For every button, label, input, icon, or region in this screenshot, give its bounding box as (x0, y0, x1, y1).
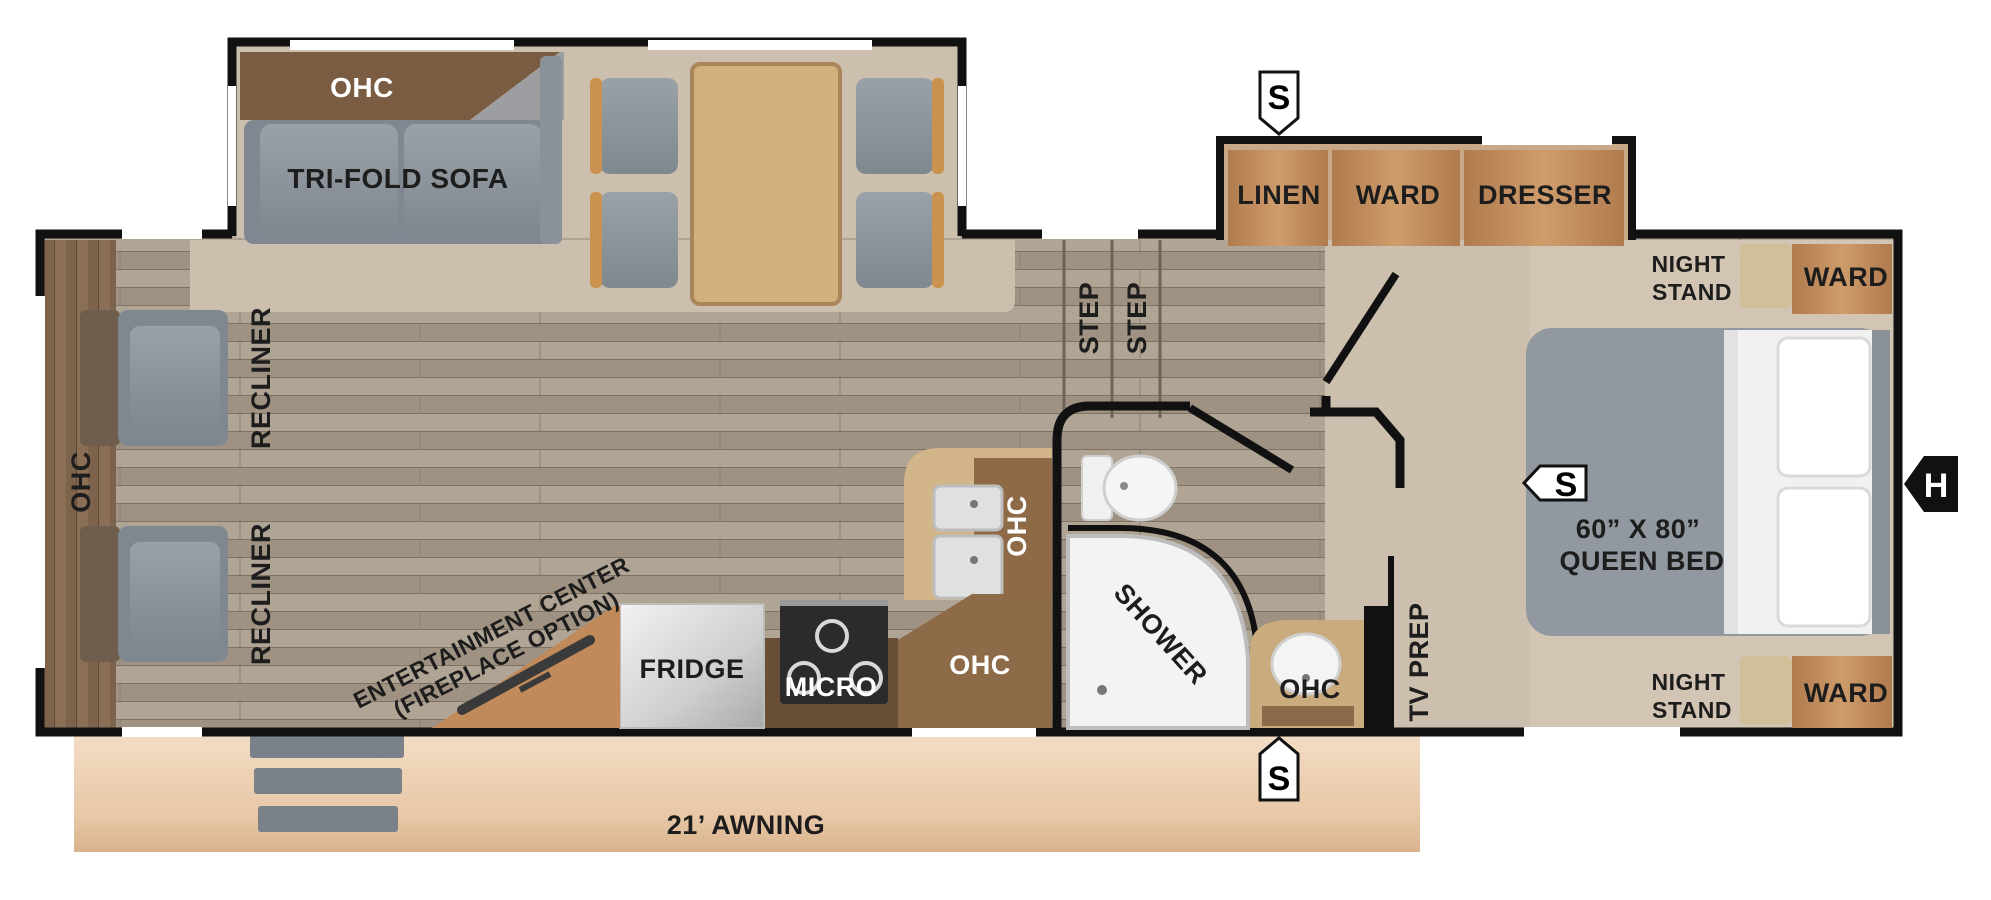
night-stand-top (1740, 244, 1792, 308)
label-tri-fold-sofa: TRI-FOLD SOFA (287, 163, 508, 194)
ward-top-cabinet (1332, 150, 1460, 246)
label-step-1: STEP (1074, 282, 1104, 355)
linen-cabinet (1228, 150, 1328, 246)
label-micro: MICRO (785, 672, 878, 702)
bathroom-walls (1052, 401, 1190, 728)
label-recliner-bottom: RECLINER (246, 523, 276, 665)
speaker-bottom-text: S (1268, 760, 1291, 798)
kitchen-sink-counter (904, 448, 1052, 600)
recliner-top (80, 310, 228, 446)
label-linen: LINEN (1237, 180, 1321, 210)
hitch-sign: H (1904, 456, 1958, 512)
label-ward-bed-bottom: WARD (1804, 678, 1889, 708)
label-night-stand-top-l1: NIGHT (1652, 251, 1726, 277)
label-queen-bed: 60” X 80” QUEEN BED (1559, 514, 1724, 576)
label-awning: 21’ AWNING (667, 810, 826, 840)
fridge (619, 603, 765, 729)
tri-fold-sofa (244, 56, 562, 244)
toilet (1081, 454, 1178, 522)
label-ward-bed-top: WARD (1804, 262, 1889, 292)
label-night-stand-top: NIGHT STAND (1652, 251, 1733, 305)
bath-vanity (1250, 620, 1364, 728)
entry-steps (250, 732, 404, 832)
speaker-bottom-sign: S (1258, 736, 1300, 802)
label-ward-top: WARD (1356, 180, 1441, 210)
label-step-2: STEP (1122, 282, 1152, 355)
queen-bed (1526, 328, 1890, 636)
stove-micro (764, 600, 898, 728)
label-night-stand-bottom-l2: STAND (1652, 697, 1732, 723)
label-night-stand-top-l2: STAND (1652, 279, 1732, 305)
ohc-kitchen-cabinet (898, 594, 1052, 728)
hall-walls (1310, 407, 1405, 488)
ward-bed-top (1792, 244, 1892, 314)
night-stand-bottom (1740, 656, 1792, 724)
speaker-bed-sign: S (1521, 464, 1588, 504)
speaker-top-text: S (1268, 79, 1291, 117)
recliner-bottom (80, 526, 228, 662)
label-ohc-kitchen: OHC (949, 650, 1011, 680)
label-ohc-bath: OHC (1279, 674, 1341, 704)
dinette (590, 62, 944, 306)
label-queen-bed-l1: 60” X 80” (1576, 514, 1701, 544)
speaker-top-sign: S (1258, 70, 1300, 136)
ohc-slide-cabinet (240, 52, 560, 120)
bedroom-steps (1062, 240, 1162, 418)
ward-bed-bottom (1792, 656, 1892, 728)
label-recliner-top: RECLINER (246, 307, 276, 449)
label-queen-bed-l2: QUEEN BED (1559, 546, 1724, 576)
label-tv-prep: TV PREP (1404, 602, 1434, 721)
label-fridge: FRIDGE (639, 654, 744, 684)
label-ohc-front: OHC (66, 451, 96, 513)
label-night-stand-bottom: NIGHT STAND (1652, 669, 1733, 723)
label-ohc-sink: OHC (1002, 495, 1032, 557)
label-night-stand-bottom-l1: NIGHT (1652, 669, 1726, 695)
speaker-bed-text: S (1555, 466, 1578, 504)
label-dresser: DRESSER (1478, 180, 1612, 210)
label-ohc-slide: OHC (330, 72, 394, 103)
entertainment-center (432, 606, 620, 728)
dresser-cabinet (1464, 150, 1624, 246)
hitch-text: H (1924, 467, 1949, 505)
